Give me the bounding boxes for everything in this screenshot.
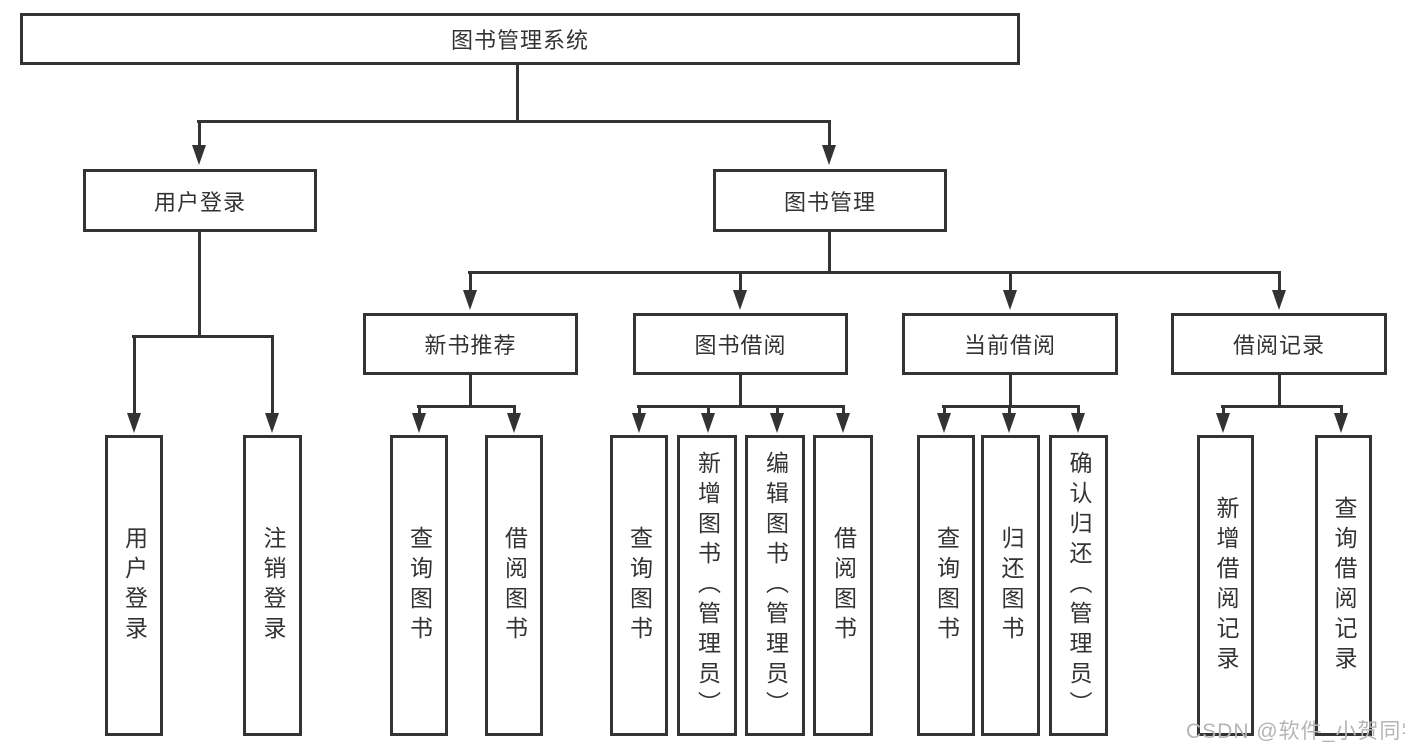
- leaf-logout-label: 注销登录: [260, 525, 286, 646]
- connector-line: [942, 405, 1080, 408]
- leaf-borrow-books-box: 借阅图书: [485, 435, 543, 736]
- connector-line: [739, 375, 742, 408]
- arrow-down-icon: [192, 145, 206, 165]
- section-current-borrow-label: 当前借阅: [963, 333, 1056, 358]
- leaf-add-books-admin-box: 新增图书（管理员）: [677, 435, 737, 736]
- leaf-logout-box: 注销登录: [243, 435, 302, 736]
- leaf-return-books-label: 归还图书: [998, 525, 1024, 646]
- connector-line: [828, 232, 831, 274]
- branch-user-login-box: 用户登录: [83, 169, 317, 232]
- connector-line: [1278, 273, 1281, 292]
- leaf-edit-books-admin-label: 编辑图书（管理员）: [762, 450, 789, 721]
- leaf-add-borrow-record-label: 新增借阅记录: [1213, 495, 1239, 676]
- connector-line: [417, 405, 516, 408]
- leaf-user-login-label: 用户登录: [121, 525, 148, 646]
- section-current-borrow-box: 当前借阅: [902, 313, 1118, 375]
- section-book-borrow-label: 图书借阅: [694, 333, 787, 358]
- leaf-return-books-box: 归还图书: [981, 435, 1040, 736]
- arrow-down-icon: [733, 290, 747, 310]
- arrow-down-icon: [1216, 413, 1230, 433]
- connector-line: [133, 337, 136, 415]
- leaf-query-books-label: 查询图书: [406, 525, 433, 646]
- arrow-down-icon: [1002, 413, 1016, 433]
- leaf-edit-books-admin-box: 编辑图书（管理员）: [745, 435, 805, 736]
- branch-book-management-label: 图书管理: [783, 189, 876, 215]
- connector-line: [198, 232, 201, 338]
- section-borrow-records-label: 借阅记录: [1232, 333, 1325, 358]
- connector-line: [1008, 407, 1011, 415]
- connector-line: [469, 273, 472, 292]
- connector-line: [638, 407, 641, 415]
- connector-line: [776, 407, 779, 415]
- leaf-query-borrow-record-box: 查询借阅记录: [1315, 435, 1372, 736]
- section-book-borrow-box: 图书借阅: [633, 313, 848, 375]
- connector-line: [1278, 375, 1281, 408]
- arrow-down-icon: [265, 413, 279, 433]
- connector-line: [1340, 407, 1343, 415]
- arrow-down-icon: [463, 290, 477, 310]
- leaf-query-books-box: 查询图书: [917, 435, 975, 736]
- leaf-query-borrow-record-label: 查询借阅记录: [1331, 495, 1357, 676]
- root-label: 图书管理系统: [450, 28, 589, 53]
- connector-line: [469, 375, 472, 408]
- leaf-add-borrow-record-box: 新增借阅记录: [1197, 435, 1254, 736]
- leaf-borrow-books-box: 借阅图书: [813, 435, 873, 736]
- leaf-query-books-box: 查询图书: [390, 435, 448, 736]
- leaf-borrow-books-label: 借阅图书: [501, 525, 528, 646]
- arrow-down-icon: [127, 413, 141, 433]
- connector-line: [637, 405, 845, 408]
- connector-line: [271, 337, 274, 415]
- leaf-user-login-box: 用户登录: [105, 435, 163, 736]
- connector-line: [828, 120, 831, 147]
- root-box-library-system: 图书管理系统: [20, 13, 1020, 65]
- branch-book-management-box: 图书管理: [713, 169, 947, 232]
- arrow-down-icon: [1272, 290, 1286, 310]
- leaf-add-books-admin-label: 新增图书（管理员）: [694, 450, 721, 721]
- arrow-down-icon: [1003, 290, 1017, 310]
- connector-line: [943, 407, 946, 415]
- connector-line: [513, 407, 516, 415]
- arrow-down-icon: [701, 413, 715, 433]
- connector-line: [516, 65, 519, 123]
- leaf-query-books-box: 查询图书: [610, 435, 668, 736]
- section-new-book-recommend-box: 新书推荐: [363, 313, 578, 375]
- connector-line: [132, 335, 274, 338]
- section-new-book-recommend-label: 新书推荐: [424, 333, 517, 358]
- connector-line: [707, 407, 710, 415]
- leaf-confirm-return-admin-box: 确认归还（管理员）: [1049, 435, 1108, 736]
- leaf-query-books-label: 查询图书: [933, 525, 960, 646]
- arrow-down-icon: [507, 413, 521, 433]
- arrow-down-icon: [1071, 413, 1085, 433]
- leaf-confirm-return-admin-label: 确认归还（管理员）: [1066, 450, 1092, 721]
- connector-line: [1009, 375, 1012, 408]
- connector-line: [197, 120, 831, 123]
- connector-line: [1077, 407, 1080, 415]
- connector-line: [468, 271, 1281, 274]
- section-borrow-records-box: 借阅记录: [1171, 313, 1387, 375]
- connector-line: [1222, 407, 1225, 415]
- connector-line: [739, 273, 742, 292]
- leaf-borrow-books-label: 借阅图书: [830, 525, 857, 646]
- arrow-down-icon: [836, 413, 850, 433]
- arrow-down-icon: [412, 413, 426, 433]
- branch-user-login-label: 用户登录: [153, 189, 246, 215]
- connector-line: [1009, 273, 1012, 292]
- arrow-down-icon: [822, 145, 836, 165]
- arrow-down-icon: [632, 413, 646, 433]
- arrow-down-icon: [1334, 413, 1348, 433]
- arrow-down-icon: [937, 413, 951, 433]
- arrow-down-icon: [770, 413, 784, 433]
- connector-line: [418, 407, 421, 415]
- csdn-watermark: CSDN @软件_小贺同学: [1186, 720, 1405, 743]
- connector-line: [842, 407, 845, 415]
- connector-line: [198, 120, 201, 147]
- leaf-query-books-label: 查询图书: [626, 525, 653, 646]
- connector-line: [1221, 405, 1343, 408]
